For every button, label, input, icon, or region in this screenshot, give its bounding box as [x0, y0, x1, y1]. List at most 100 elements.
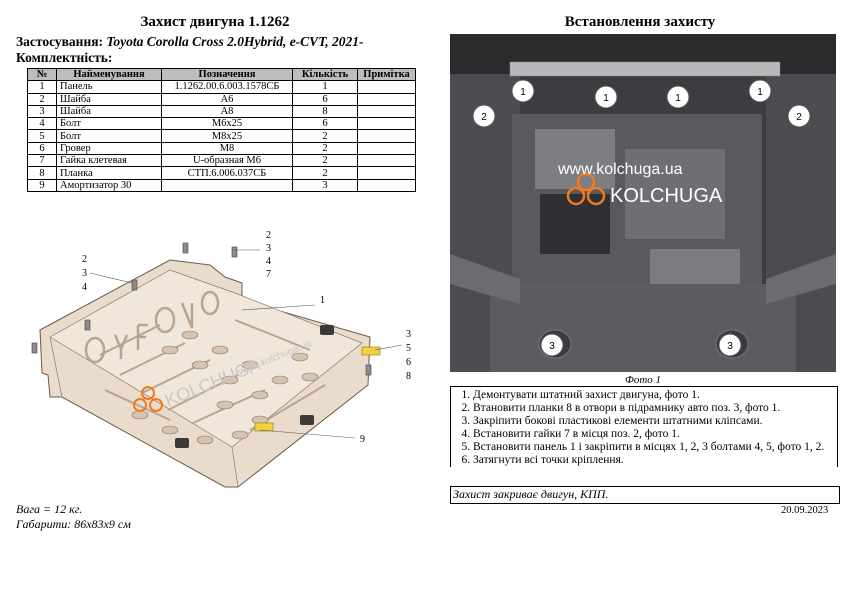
bolts — [31, 242, 372, 376]
col-designation: Позначення — [161, 67, 293, 82]
cell-name: Гровер — [56, 141, 162, 156]
covers-note: Захист закриває двигун, КПП. — [450, 486, 840, 504]
instruction-item: Демонтувати штатний захист двигуна, фото… — [473, 389, 837, 402]
cell-number: 8 — [27, 166, 57, 180]
callout-4: 4 — [266, 256, 271, 267]
cell-quantity: 2 — [292, 166, 358, 180]
dimensions-text: Габарити: 86х83х9 см — [16, 517, 131, 531]
bracket-bottom — [254, 422, 274, 432]
weight-text: Вага = 12 кг. — [16, 502, 83, 516]
cell-note — [357, 154, 416, 168]
marker-2: 2 — [796, 112, 802, 123]
skid-plate-top-face — [49, 269, 363, 448]
application-line: Застосування: Toyota Corolla Cross 2.0Hy… — [16, 34, 363, 50]
cell-note — [357, 129, 416, 143]
instruction-item: Встановити панель 1 і закріпити в місцях… — [473, 441, 837, 454]
marker-1: 1 — [603, 93, 609, 104]
photo-caption: Фото 1 — [624, 374, 662, 386]
photo-drawing: www.kolchuga.ua KOLCHUGA 1 1 1 1 2 2 3 3 — [450, 34, 836, 372]
cell-name: Планка — [56, 166, 162, 180]
callout-panel: 1 — [320, 295, 325, 306]
col-note: Примітка — [357, 67, 416, 82]
photo-watermark-logo: KOLCHUGA — [610, 185, 723, 207]
panel-drawing: 2 3 4 2 3 4 7 1 3 5 6 8 9 KOLCHUGA www.k… — [31, 230, 411, 488]
page-title: Захист двигуна 1.1262 — [140, 14, 290, 30]
callout-8: 8 — [406, 371, 411, 382]
photo-watermark-url: www.kolchuga.ua — [557, 161, 683, 178]
front-crossmember — [509, 61, 781, 77]
callouts-right: 3 5 6 8 — [406, 329, 411, 382]
cell-quantity: 8 — [292, 104, 358, 119]
cell-designation: М6х25 — [161, 117, 293, 131]
cell-quantity: 2 — [292, 129, 358, 143]
mounting-pads — [175, 325, 334, 448]
cell-designation — [161, 178, 293, 192]
cell-number: 3 — [27, 104, 57, 119]
marker-1: 1 — [675, 93, 681, 104]
bracket-right — [361, 346, 381, 356]
cell-name: Болт — [56, 129, 162, 143]
col-quantity: Кількість — [292, 67, 358, 82]
marker-1: 1 — [757, 87, 763, 98]
callout-5: 5 — [406, 343, 411, 354]
photo-markers: 1 1 1 1 2 2 3 3 — [472, 79, 811, 357]
cell-name: Панель — [56, 80, 162, 94]
document-date: 20.09.2023 — [781, 505, 829, 516]
cell-designation: 1.1262.00.6.003.1578СБ — [161, 80, 293, 94]
cell-quantity: 3 — [292, 178, 358, 192]
callout-4: 4 — [82, 282, 87, 293]
marker-1: 1 — [520, 87, 526, 98]
instruction-item: Затягнути всі точки кріплення. — [473, 454, 837, 467]
callout-3: 3 — [266, 243, 271, 254]
cell-number: 7 — [27, 154, 57, 168]
cell-designation: U-образная М6 — [161, 154, 293, 168]
application-value: Toyota Corolla Cross 2.0Hybrid, e-CVT, 2… — [106, 34, 364, 49]
cell-note — [357, 166, 416, 180]
kit-label: Комплектність: — [16, 50, 113, 65]
installation-photo: www.kolchuga.ua KOLCHUGA 1 1 1 1 2 2 3 3 — [450, 34, 836, 372]
cell-designation: М8 — [161, 141, 293, 156]
parts-table: № Найменування Позначення Кількість Прим… — [27, 67, 416, 192]
cell-note — [357, 141, 416, 156]
col-number: № — [27, 67, 57, 82]
cell-name: Шайба — [56, 92, 162, 106]
callout-3: 3 — [406, 329, 411, 340]
cell-note — [357, 104, 416, 119]
marker-3: 3 — [727, 341, 733, 352]
instruction-item: Встановити гайки 7 в місця поз. 2, фото … — [473, 428, 837, 441]
callout-7: 7 — [266, 269, 271, 280]
cell-designation: А6 — [161, 92, 293, 106]
embossed-logo — [84, 290, 220, 364]
instruction-item: Закріпити бокові пластикові елементи шта… — [473, 415, 837, 428]
cell-name: Гайка клетевая — [56, 154, 162, 168]
cell-designation: СТП.6.006.037СБ — [161, 166, 293, 180]
cell-number: 1 — [27, 80, 57, 94]
col-name: Найменування — [56, 67, 162, 82]
cell-name: Амортизатор 30 — [56, 178, 162, 192]
cell-note — [357, 80, 416, 94]
marker-3: 3 — [549, 341, 555, 352]
cell-number: 6 — [27, 141, 57, 156]
cell-note — [357, 117, 416, 131]
cell-quantity: 6 — [292, 92, 358, 106]
callouts-top-left: 2 3 4 — [82, 254, 87, 293]
installation-instructions: Демонтувати штатний захист двигуна, фото… — [450, 386, 838, 467]
cell-number: 2 — [27, 92, 57, 106]
panel-holes — [131, 330, 319, 445]
photo-logo-icon — [566, 172, 606, 206]
callout-9: 9 — [360, 434, 365, 445]
cell-quantity: 1 — [292, 80, 358, 94]
parts-table-header: № Найменування Позначення Кількість Прим… — [27, 67, 416, 82]
cell-name: Шайба — [56, 104, 162, 119]
cell-note — [357, 178, 416, 192]
callout-6: 6 — [406, 357, 411, 368]
cell-note — [357, 92, 416, 106]
cell-name: Болт — [56, 117, 162, 131]
